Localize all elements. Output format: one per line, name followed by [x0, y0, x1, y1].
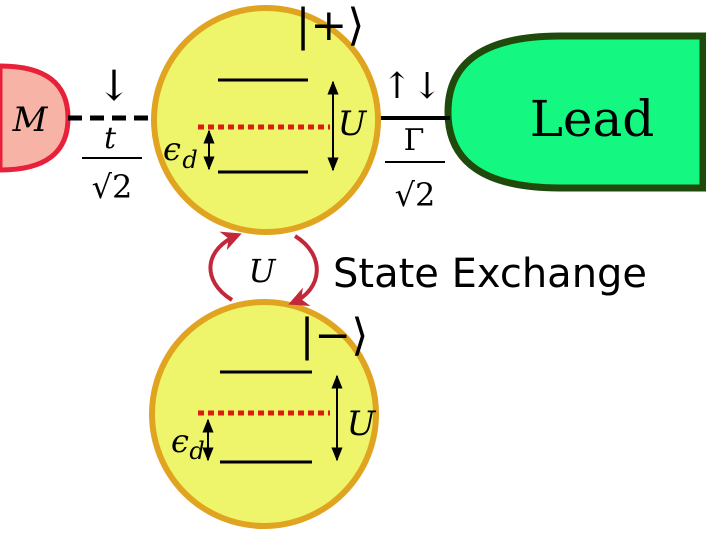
gamma-denominator: √2: [395, 176, 436, 214]
spin-down-arrow: ↓: [96, 61, 131, 110]
hopping-numerator: t: [104, 121, 117, 156]
spin-up-down-arrows: ↑↓: [382, 66, 442, 107]
majorana-label: M: [12, 100, 49, 140]
upper-interaction-label: U: [338, 104, 368, 144]
upper-dot-circle: [151, 5, 381, 235]
state-exchange-label: State Exchange: [333, 251, 647, 297]
upper-level-label: ϵ: [163, 130, 181, 168]
gamma-numerator: Γ: [404, 123, 425, 158]
lower-level-label: ϵ: [171, 422, 189, 460]
exchange-arrow-up: [208, 231, 242, 302]
ket-minus-label: |−⟩: [300, 310, 369, 361]
ket-plus-label: |+⟩: [296, 0, 365, 51]
lead-label: Lead: [530, 90, 655, 148]
hopping-denominator: √2: [92, 168, 133, 206]
majorana-shape: [0, 63, 71, 173]
upper-quantum-dot: U ϵ d: [151, 5, 381, 235]
lead-shape: [444, 32, 706, 192]
exchange-coupling-label: U: [249, 252, 277, 290]
exchange-arrow-down: [288, 234, 319, 307]
lower-quantum-dot: U ϵ d: [149, 299, 379, 529]
upper-level-subscript: d: [182, 146, 197, 174]
lower-interaction-label: U: [347, 404, 377, 444]
lower-level-subscript: d: [189, 437, 204, 465]
